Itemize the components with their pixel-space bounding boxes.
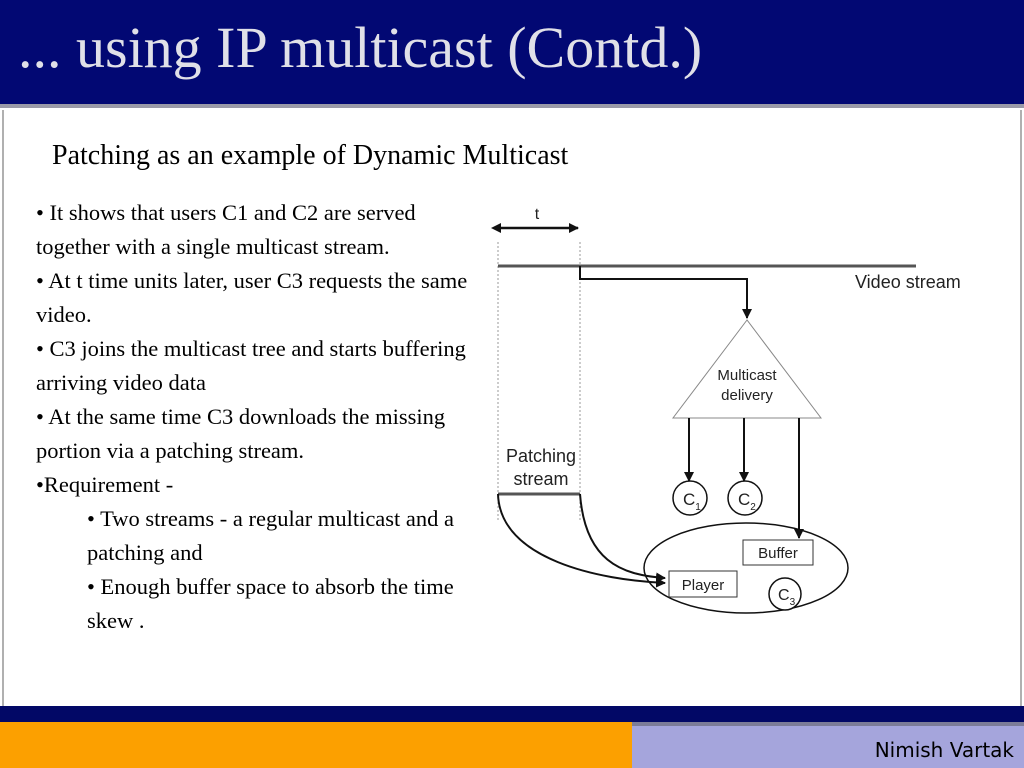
video-stream-label: Video stream [855,272,961,292]
patch-curve [497,493,666,588]
bullet-list: • It shows that users C1 and C2 are serv… [36,196,486,638]
footer-band [0,706,1024,722]
content-frame [2,110,1022,708]
branch-arrow [579,266,752,319]
sub-bullet: • Enough buffer space to absorb the time… [87,574,454,633]
buffer-box [742,539,814,566]
slide-subtitle: Patching as an example of Dynamic Multic… [52,140,569,171]
bullet: • At t time units later, user C3 request… [36,268,468,327]
client-c2 [727,480,763,516]
sub-bullet: • Two streams - a regular multicast and … [87,506,455,565]
bullet: • C3 joins the multicast tree and starts… [36,336,466,395]
patch-curve [579,493,666,583]
author-name: Nimish Vartak [874,738,1014,762]
multicast-delivery-triangle [671,319,823,419]
slide-title: ... using IP multicast (Contd.) [18,15,703,80]
footer-left [0,722,632,768]
patching-label: Patching [506,446,576,466]
footer-right: Nimish Vartak [632,722,1024,768]
patching-label: stream [513,469,568,489]
buffer-label: Buffer [758,545,798,562]
bullet: •Requirement - [36,472,174,497]
player-label: Player [682,577,725,594]
multicast-label: delivery [721,387,773,404]
bullet: • At the same time C3 downloads the miss… [36,404,446,463]
client-c3-group [643,522,849,614]
bullet: • It shows that users C1 and C2 are serv… [36,200,416,259]
client-c1 [672,480,708,516]
player-box [668,570,738,598]
client-c3 [768,577,802,611]
c1-label: C1 [683,490,701,513]
title-bar: ... using IP multicast (Contd.) [0,0,1024,108]
c2-label: C2 [738,490,756,513]
c3-label: C3 [778,587,796,608]
multicast-label: Multicast [717,367,777,384]
t-label: t [535,206,540,223]
